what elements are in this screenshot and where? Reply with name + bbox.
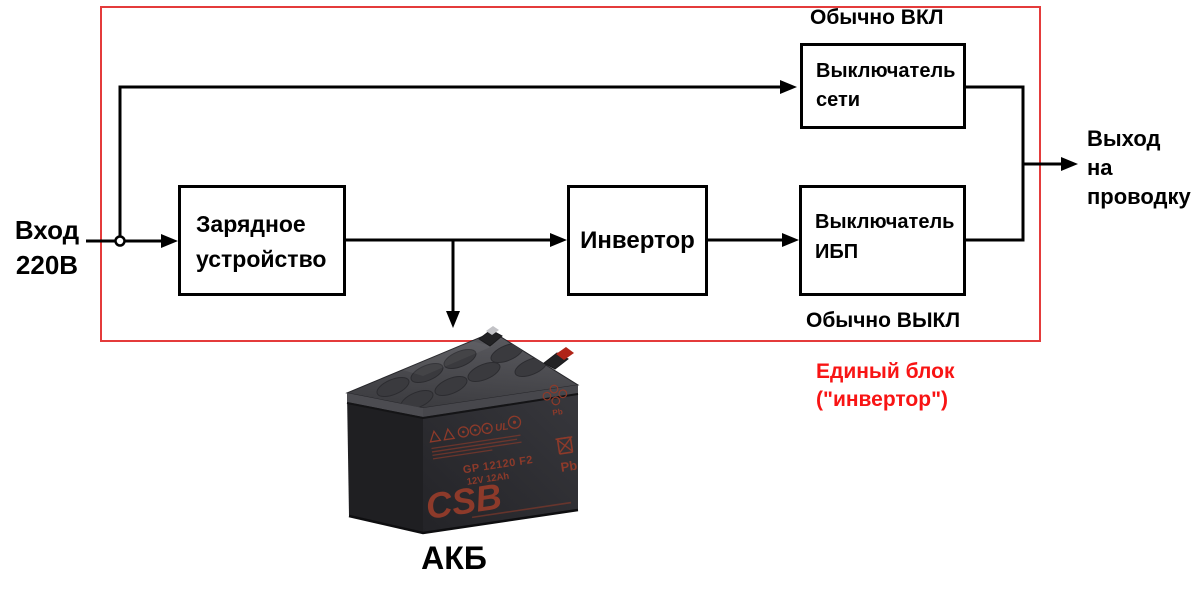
svg-text:Pb: Pb <box>560 458 579 475</box>
battery-fine-print <box>431 434 522 460</box>
input-label: Вход 220В <box>10 213 84 283</box>
battery-lid-lip-front <box>423 385 578 417</box>
ups-switch-label-line2: ИБП <box>815 241 859 263</box>
charger-block: Зарядное устройство <box>178 185 346 296</box>
battery-front-face <box>423 385 578 533</box>
output-label-line2: на <box>1087 155 1113 180</box>
mains-switch-label-line2: сети <box>816 89 861 111</box>
inverter-label: Инвертор <box>580 226 695 254</box>
charger-label-line1: Зарядное <box>196 211 306 237</box>
inverter-block: Инвертор <box>567 185 708 296</box>
battery-crossed-bin-icon: Pb <box>555 436 579 475</box>
battery-label: АКБ <box>421 540 487 576</box>
mains-switch-block: Выключатель сети <box>800 43 966 129</box>
battery-ul-mark: UL <box>494 421 509 434</box>
battery-left-face <box>347 393 423 533</box>
battery-cell-caps <box>376 340 548 408</box>
battery-photo: UL GP 12120 F2 12V 12Ah CSB Pb <box>345 326 580 535</box>
battery-lid-lip-left <box>347 393 423 417</box>
battery-terminals <box>478 326 574 370</box>
single-unit-boundary <box>100 6 1041 342</box>
input-label-line1: Вход <box>14 215 80 245</box>
single-unit-note-line1: Единый блок <box>816 360 955 383</box>
output-label: Выход на проводку <box>1087 124 1191 211</box>
charger-label-line2: устройство <box>196 246 327 272</box>
battery-lid-seam <box>346 393 579 420</box>
output-label-line3: проводку <box>1087 184 1191 209</box>
battery-bottom-edge <box>348 508 579 535</box>
input-label-line2: 220В <box>15 250 79 280</box>
battery-recycle-pb-icon: Pb <box>542 384 568 417</box>
single-unit-note: Единый блок ("инвертор") <box>816 358 954 414</box>
ups-switch-block: Выключатель ИБП <box>799 185 966 296</box>
single-unit-note-line2: ("инвертор") <box>816 388 949 411</box>
battery-warning-icons: UL <box>429 415 522 443</box>
battery-terminal-red-cover <box>556 347 574 360</box>
normally-on-label: Обычно ВКЛ <box>810 6 944 29</box>
svg-text:Pb: Pb <box>552 407 564 417</box>
mains-switch-label-line1: Выключатель <box>816 60 956 82</box>
normally-off-label: Обычно ВЫКЛ <box>806 309 961 332</box>
ups-switch-label-line1: Выключатель <box>815 211 955 233</box>
output-label-line1: Выход <box>1087 126 1161 151</box>
battery-markings: UL GP 12120 F2 12V 12Ah CSB Pb <box>423 384 579 527</box>
